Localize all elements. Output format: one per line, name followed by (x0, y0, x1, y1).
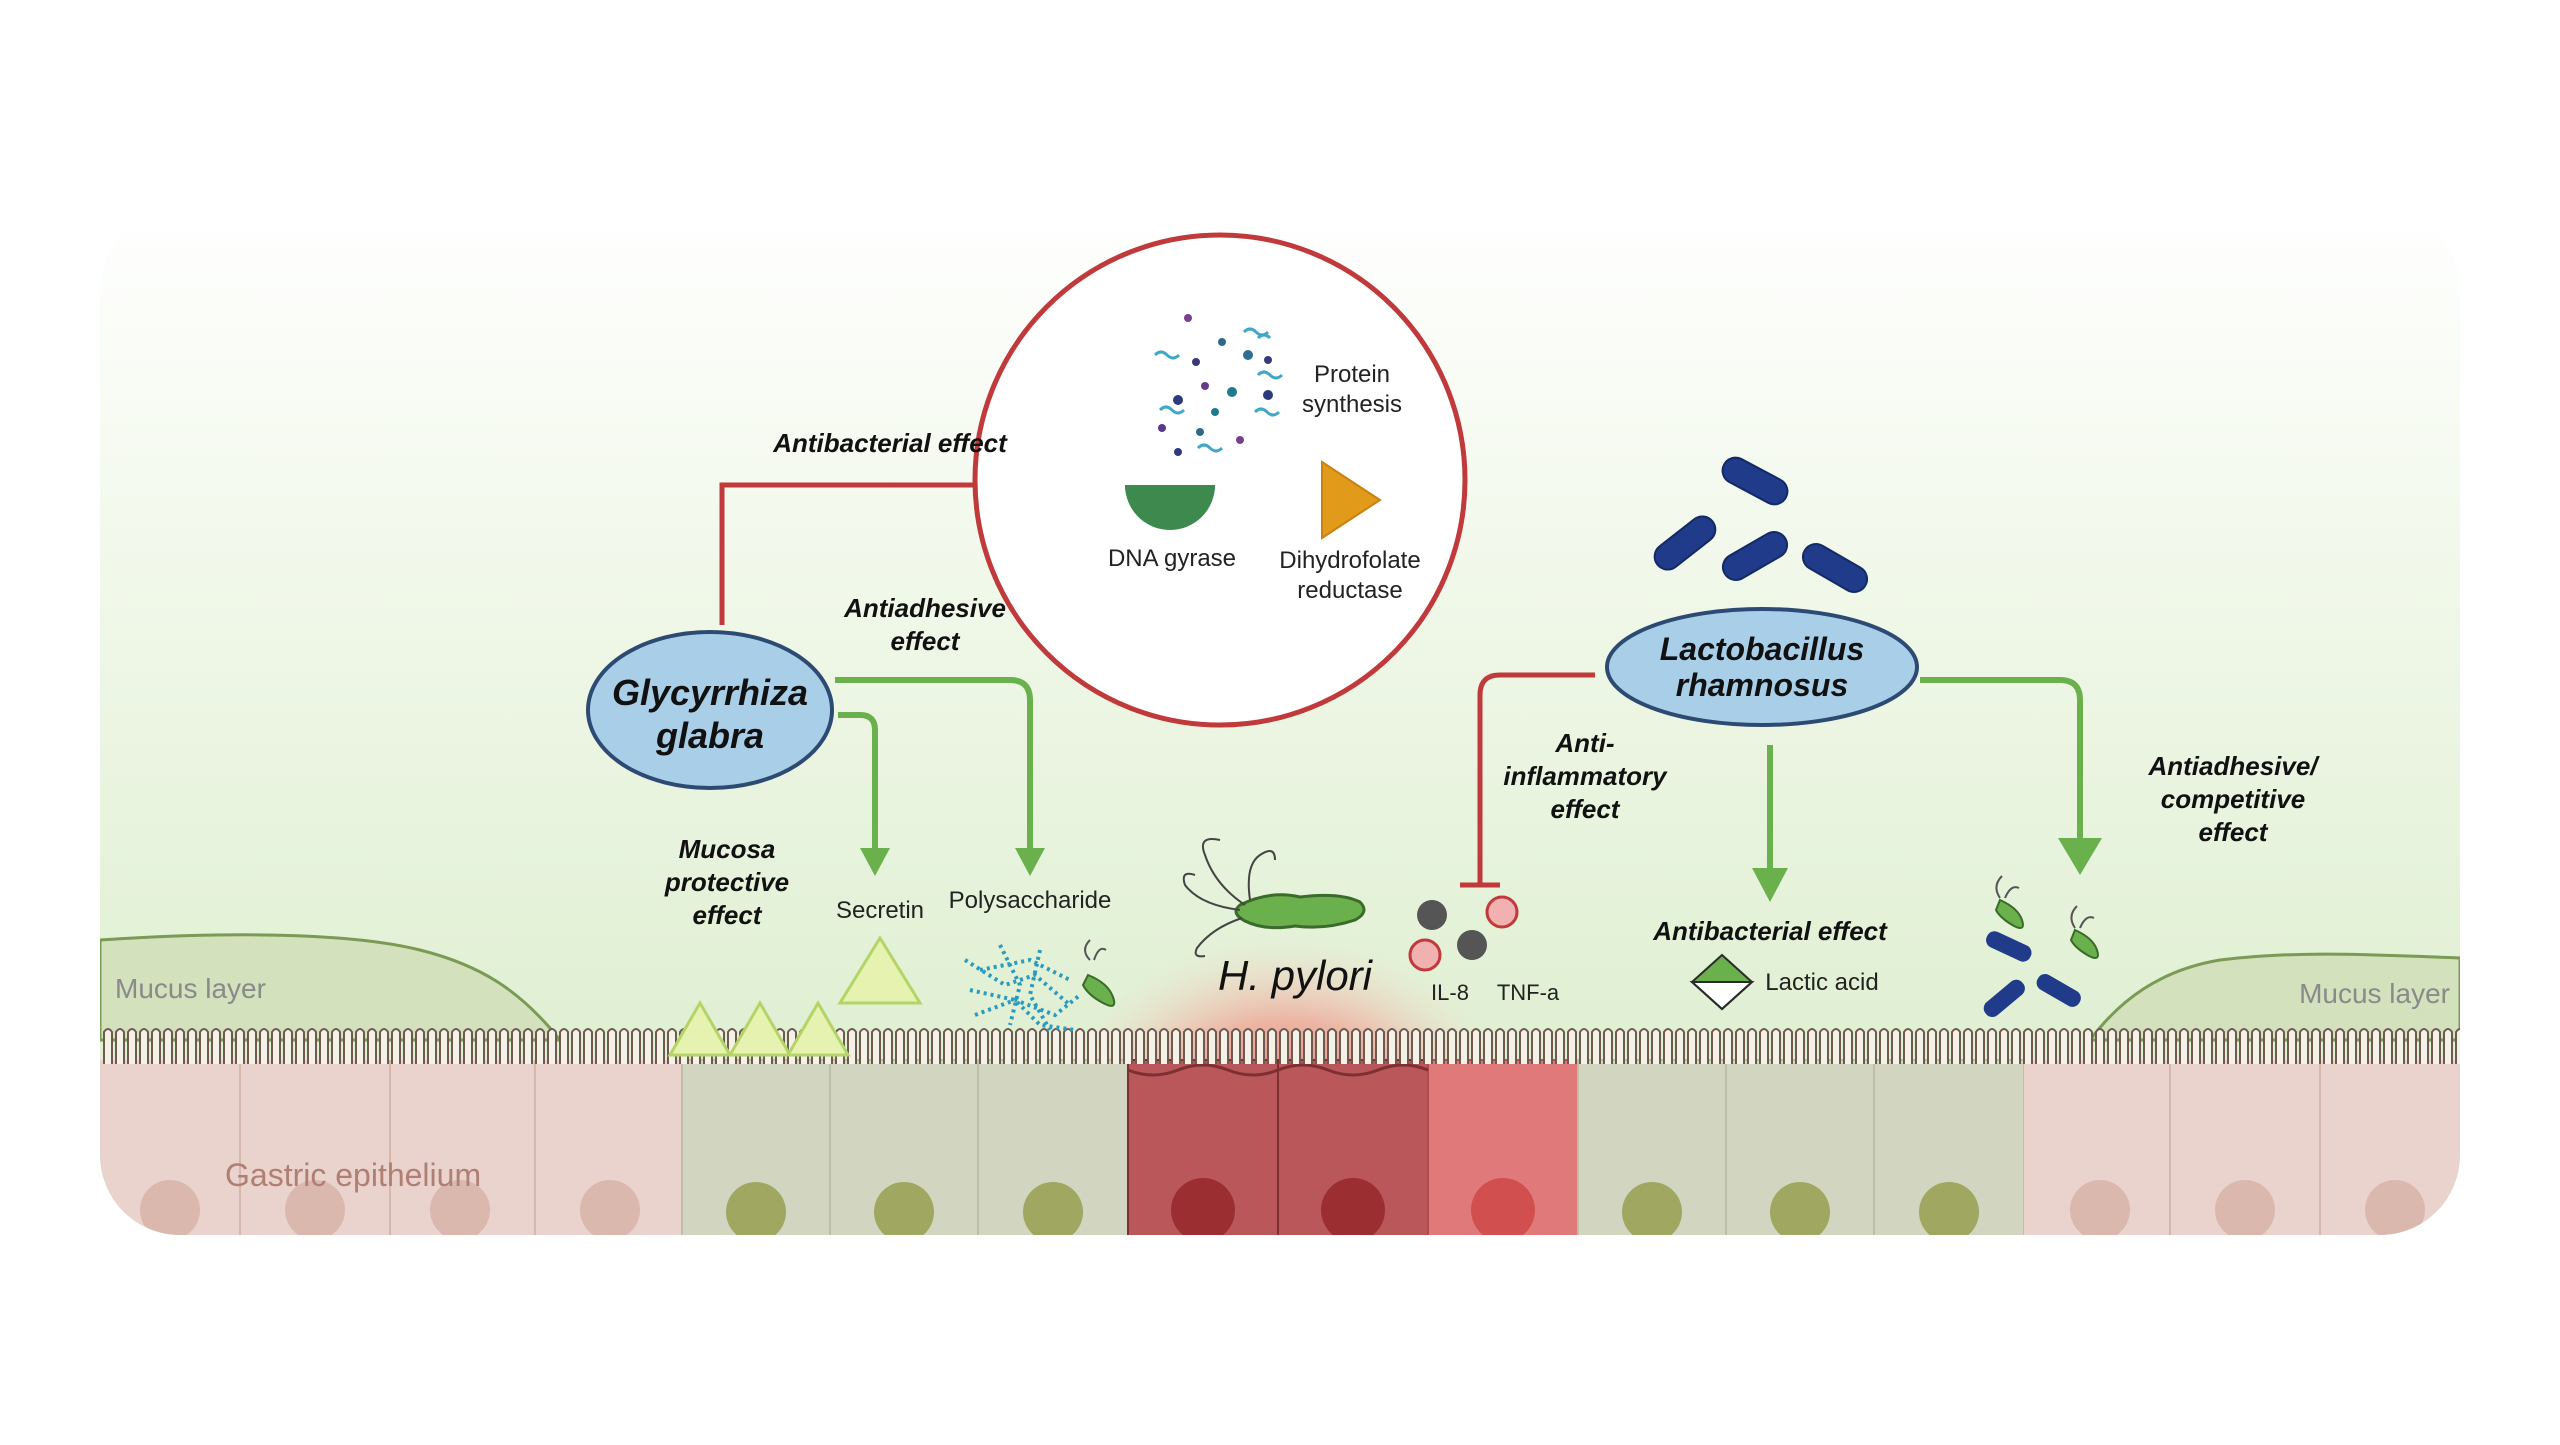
glycyrrhiza-node (586, 630, 834, 790)
dhfr-label-2: reductase (1297, 577, 1402, 604)
mucus-layer-left-shape (100, 933, 564, 1042)
protein-label-1: Protein (1314, 361, 1390, 388)
antibacterial-right-label: Antibacterial effect (1652, 916, 1888, 946)
mucus-layer-left-label: Mucus layer (115, 973, 266, 1004)
antibacterial-effect-top-label: Antibacterial effect (772, 428, 1008, 458)
antiadhesive-arrowhead (1015, 848, 1045, 876)
mucus-layer-right-label: Mucus layer (2299, 978, 2450, 1009)
anti-inflam-label-2: inflammatory (1503, 761, 1668, 791)
antibacterial-right-arrowhead (1752, 868, 1788, 902)
secretin-arrowhead (860, 848, 890, 876)
il8-label: IL-8 (1431, 980, 1469, 1005)
h-pylori-label: H. pylori (1218, 952, 1374, 999)
polysaccharide-label: Polysaccharide (949, 887, 1112, 914)
polysaccharide-icon (963, 944, 1082, 1032)
antiadh-comp-label-2: competitive (2161, 784, 2306, 814)
antibacterial-inhibit-line (719, 482, 1055, 625)
h-pylori-icon (1182, 838, 1366, 958)
lactic-acid-label: Lactic acid (1765, 969, 1878, 996)
lactic-acid-diamond-icon (1689, 953, 1755, 1011)
mucosa-label-2: protective (664, 867, 789, 897)
lactobacillus-label-2: rhamnosus (1676, 667, 1848, 703)
glycyrrhiza-label-2: glabra (655, 715, 764, 756)
antiadh-comp-label-1: Antiadhesive/ (2147, 751, 2320, 781)
secretin-label: Secretin (836, 897, 924, 924)
anti-inflam-label-3: effect (1551, 794, 1621, 824)
protein-label-2: synthesis (1302, 391, 1402, 418)
anti-inflam-label-1: Anti- (1554, 728, 1614, 758)
mucosa-label-1: Mucosa (679, 834, 776, 864)
antiadh-comp-label-3: effect (2199, 817, 2269, 847)
microvilli (103, 1028, 2460, 1064)
dna-gyrase-label: DNA gyrase (1108, 545, 1236, 572)
antiadhesive-competitive-arrow (1920, 677, 2083, 840)
secretin-triangles-on-cells (667, 999, 851, 1057)
tnfa-label: TNF-a (1497, 980, 1560, 1005)
dhfr-label-1: Dihydrofolate (1279, 547, 1420, 574)
secretin-triangle-icon (837, 935, 923, 1005)
dhfr-triangle-icon (1321, 460, 1382, 540)
dna-gyrase-icon-body (1125, 485, 1215, 525)
small-h-pylori-icon-1 (1081, 939, 1116, 1007)
antiadhesive-label-1: Antiadhesive (843, 593, 1006, 623)
mucosa-label-3: effect (693, 900, 763, 930)
bacteria-rod-icon (1653, 456, 1869, 593)
lactobacillus-node (1605, 607, 1919, 727)
glycyrrhiza-label-1: Glycyrrhiza (612, 672, 808, 713)
lactobacillus-label-1: Lactobacillus (1660, 631, 1865, 667)
anti-inflammatory-inhibit-line (1477, 672, 1595, 885)
target-circle (972, 232, 1468, 728)
antiadhesive-label-2: effect (891, 626, 961, 656)
antiadhesive-arrow (835, 677, 1033, 850)
antiadhesive-competitive-arrowhead (2058, 838, 2102, 875)
microvilli-path (103, 1028, 2460, 1064)
epithelium (100, 1059, 2460, 1235)
mucus-layer-right-shape (2086, 952, 2460, 1042)
gastric-epithelium-label: Gastric epithelium (225, 1157, 481, 1193)
panel-background (100, 210, 2460, 1235)
protein-particles (1153, 314, 1284, 456)
cytokine-icon (1408, 895, 1519, 972)
secretin-arrow (838, 712, 878, 850)
competitive-bacteria-icon (1983, 875, 2099, 1018)
